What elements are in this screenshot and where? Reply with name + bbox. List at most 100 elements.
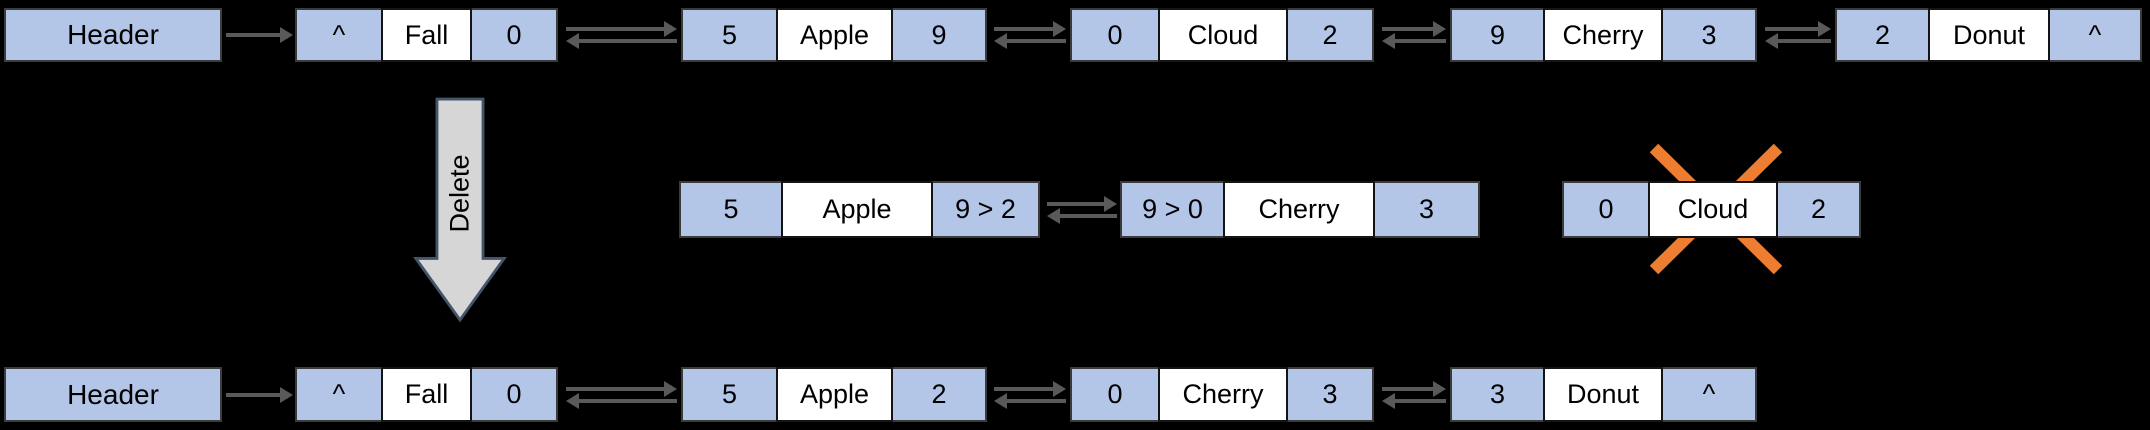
arrow-left-icon: [1382, 33, 1395, 49]
prev-pointer-arrow: [566, 33, 677, 49]
original-list-row: Header ^ Fall 0 5 Apple 9 0 Cloud 2: [0, 8, 2150, 62]
next-pointer-arrow: [1382, 380, 1446, 397]
node-data-cell: Apple: [776, 367, 893, 422]
prev-pointer-arrow: [1382, 33, 1446, 49]
list-node-fall: ^ Fall 0: [295, 367, 558, 422]
node-data-cell: Cherry: [1223, 181, 1375, 238]
prev-pointer-arrow: [1382, 392, 1446, 409]
next-pointer-arrow: [566, 380, 677, 397]
double-link-arrow: [1047, 195, 1117, 224]
arrow-left-icon: [566, 392, 579, 409]
prev-pointer-arrow: [994, 33, 1066, 49]
header-box: Header: [4, 367, 222, 422]
arrow-right-icon: [280, 386, 293, 403]
double-link-arrow: [1765, 21, 1831, 49]
node-prev-cell: 5: [681, 367, 778, 422]
next-pointer-arrow: [994, 21, 1066, 37]
arrow-line: [226, 27, 293, 43]
delete-arrow: [412, 93, 508, 327]
node-data-cell: Donut: [1928, 8, 2050, 62]
double-link-arrow: [994, 380, 1066, 409]
next-pointer-arrow: [1765, 21, 1831, 37]
arrow-left-icon: [566, 33, 579, 49]
arrow-right-icon: [664, 380, 677, 397]
arrow-right-icon: [1433, 380, 1446, 397]
node-next-cell: ^: [1661, 367, 1757, 422]
node-next-cell: 3: [1286, 367, 1374, 422]
arrow-left-icon: [994, 33, 1007, 49]
prev-pointer-arrow: [994, 392, 1066, 409]
arrow-line: [226, 386, 293, 403]
arrow-right-icon: [280, 27, 293, 43]
arrow-left-icon: [994, 392, 1007, 409]
node-data-cell: Cherry: [1543, 8, 1663, 62]
arrow-left-icon: [1382, 392, 1395, 409]
node-prev-cell: 3: [1450, 367, 1545, 422]
arrow-left-icon: [1047, 207, 1060, 224]
next-pointer-arrow: [1382, 21, 1446, 37]
list-node-apple-updated: 5 Apple 9 > 2: [679, 181, 1040, 238]
node-data-cell: Cloud: [1648, 181, 1778, 238]
list-node-cherry-updated: 9 > 0 Cherry 3: [1120, 181, 1480, 238]
node-prev-cell: ^: [295, 8, 383, 62]
pointer-update-row: 5 Apple 9 > 2 9 > 0 Cherry 3 0 Cloud 2: [0, 181, 2150, 238]
result-list-row: Header ^ Fall 0 5 Apple 2 0 Cherry 3: [0, 367, 2150, 422]
node-data-cell: Donut: [1543, 367, 1663, 422]
list-node-cloud-deleted: 0 Cloud 2: [1562, 181, 1861, 238]
next-pointer-arrow: [994, 380, 1066, 397]
node-next-cell: 9: [891, 8, 987, 62]
node-data-cell: Fall: [381, 8, 472, 62]
arrow-right-icon: [1104, 195, 1117, 212]
list-node-cherry: 9 Cherry 3: [1450, 8, 1757, 62]
node-data-cell: Apple: [781, 181, 933, 238]
list-node-apple: 5 Apple 2: [681, 367, 987, 422]
node-prev-cell: 9: [1450, 8, 1545, 62]
prev-pointer-arrow: [566, 392, 677, 409]
node-next-cell: 0: [470, 8, 558, 62]
node-data-cell: Cloud: [1158, 8, 1288, 62]
node-next-cell: 3: [1661, 8, 1757, 62]
double-link-arrow: [1382, 380, 1446, 409]
arrow-right-icon: [1433, 21, 1446, 37]
node-data-cell: Cherry: [1158, 367, 1288, 422]
header-box: Header: [4, 8, 222, 62]
node-next-cell: 0: [470, 367, 558, 422]
node-prev-cell: 2: [1835, 8, 1930, 62]
next-pointer-arrow: [566, 21, 677, 37]
next-pointer-arrow: [1047, 195, 1117, 212]
node-prev-cell: 9 > 0: [1120, 181, 1225, 238]
list-node-apple: 5 Apple 9: [681, 8, 987, 62]
node-next-cell: 3: [1373, 181, 1480, 238]
node-prev-cell: 0: [1070, 367, 1160, 422]
header-pointer-arrow: [226, 27, 293, 43]
prev-pointer-arrow: [1047, 207, 1117, 224]
list-node-cherry: 0 Cherry 3: [1070, 367, 1374, 422]
node-prev-cell: 5: [679, 181, 783, 238]
prev-pointer-arrow: [1765, 33, 1831, 49]
node-prev-cell: 0: [1562, 181, 1650, 238]
node-next-cell: 2: [1286, 8, 1374, 62]
arrow-right-icon: [1053, 380, 1066, 397]
list-node-cloud: 0 Cloud 2: [1070, 8, 1374, 62]
double-link-arrow: [994, 21, 1066, 49]
node-prev-cell: 0: [1070, 8, 1160, 62]
node-next-cell: 2: [1776, 181, 1861, 238]
list-node-donut: 2 Donut ^: [1835, 8, 2142, 62]
node-prev-cell: ^: [295, 367, 383, 422]
arrow-right-icon: [1818, 21, 1831, 37]
node-prev-cell: 5: [681, 8, 778, 62]
node-next-cell: ^: [2048, 8, 2142, 62]
arrow-right-icon: [664, 21, 677, 37]
node-data-cell: Apple: [776, 8, 893, 62]
node-next-cell: 9 > 2: [931, 181, 1040, 238]
double-link-arrow: [1382, 21, 1446, 49]
node-next-cell: 2: [891, 367, 987, 422]
header-pointer-arrow: [226, 386, 293, 403]
down-block-arrow-icon: [413, 97, 507, 323]
double-link-arrow: [566, 21, 677, 49]
arrow-left-icon: [1765, 33, 1778, 49]
node-data-cell: Fall: [381, 367, 472, 422]
list-node-donut: 3 Donut ^: [1450, 367, 1757, 422]
list-node-fall: ^ Fall 0: [295, 8, 558, 62]
